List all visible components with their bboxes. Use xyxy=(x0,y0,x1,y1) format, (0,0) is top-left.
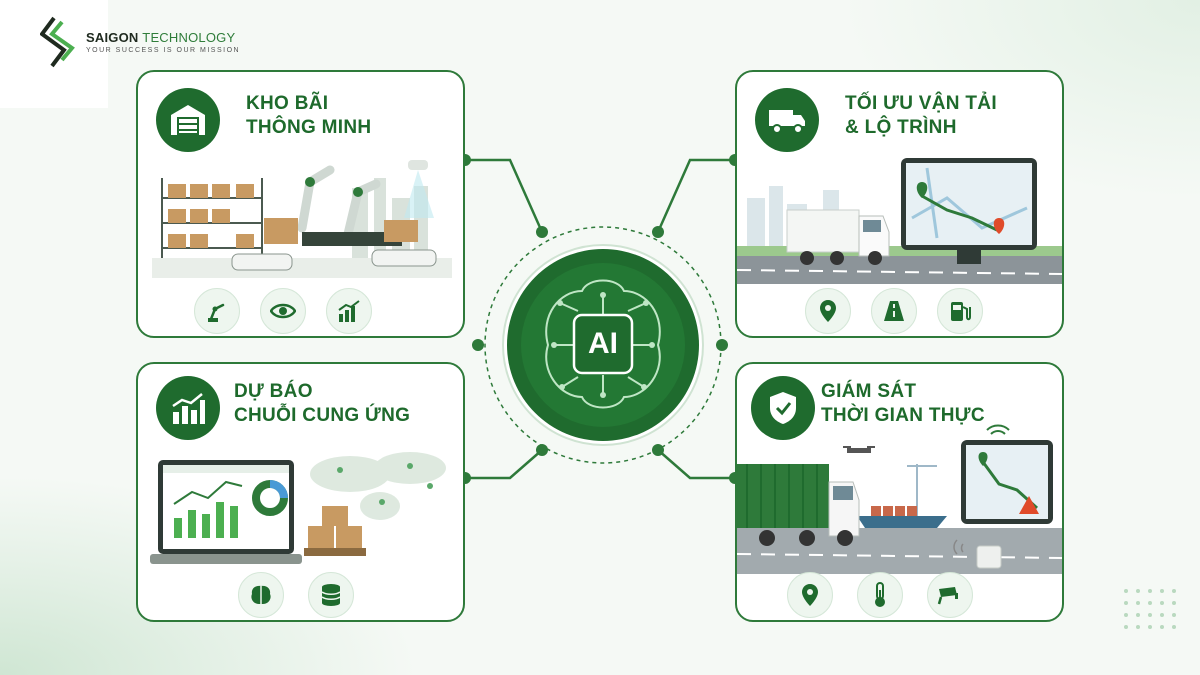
bar-chart-trend-icon xyxy=(156,376,220,440)
shield-check-icon xyxy=(751,376,815,440)
card-supply-chain-forecast[interactable]: DỰ BÁO CHUỖI CUNG ỨNG xyxy=(136,362,465,622)
brand-name-part1: SAIGON xyxy=(86,30,139,45)
road-icon[interactable] xyxy=(871,288,917,334)
card-title: GIÁM SÁT THỜI GIAN THỰC xyxy=(821,381,985,426)
logo-mark-icon xyxy=(40,16,75,68)
brain-circuit-icon xyxy=(545,279,661,409)
brand-logo[interactable]: SAIGON TECHNOLOGY YOUR SUCCESS IS OUR MI… xyxy=(40,16,240,68)
brand-name: SAIGON TECHNOLOGY xyxy=(86,30,240,45)
dot-grid-decoration xyxy=(1124,589,1176,629)
growth-chart-icon[interactable] xyxy=(326,288,372,334)
warehouse-scene xyxy=(152,160,452,278)
security-camera-icon[interactable] xyxy=(927,572,973,618)
location-pin-icon[interactable] xyxy=(787,572,833,618)
ai-hub xyxy=(484,226,722,464)
truck-icon xyxy=(755,88,819,152)
database-icon[interactable] xyxy=(308,572,354,618)
card-title: KHO BÃI THÔNG MINH xyxy=(246,93,372,138)
brand-name-part2: TECHNOLOGY xyxy=(142,30,236,45)
warehouse-icon xyxy=(156,88,220,152)
eye-icon[interactable] xyxy=(260,288,306,334)
thermometer-icon[interactable] xyxy=(857,572,903,618)
card-realtime-monitoring[interactable]: GIÁM SÁT THỜI GIAN THỰC xyxy=(735,362,1064,622)
ai-label: AI xyxy=(588,327,618,360)
transport-scene xyxy=(737,158,1062,284)
card-transport-optimization[interactable]: TỐI ƯU VẬN TẢI & LỘ TRÌNH xyxy=(735,70,1064,338)
monitoring-scene xyxy=(737,424,1062,574)
brand-tagline: YOUR SUCCESS IS OUR MISSION xyxy=(86,47,241,54)
brand-text: SAIGON TECHNOLOGY YOUR SUCCESS IS OUR MI… xyxy=(86,30,240,54)
location-pin-icon[interactable] xyxy=(805,288,851,334)
fuel-pump-icon[interactable] xyxy=(937,288,983,334)
brain-icon[interactable] xyxy=(238,572,284,618)
card-smart-warehouse[interactable]: KHO BÃI THÔNG MINH xyxy=(136,70,465,338)
card-title: DỰ BÁO CHUỖI CUNG ỨNG xyxy=(234,381,411,426)
forecast-scene xyxy=(150,452,446,564)
card-title: TỐI ƯU VẬN TẢI & LỘ TRÌNH xyxy=(845,93,997,138)
robot-arm-icon[interactable] xyxy=(194,288,240,334)
